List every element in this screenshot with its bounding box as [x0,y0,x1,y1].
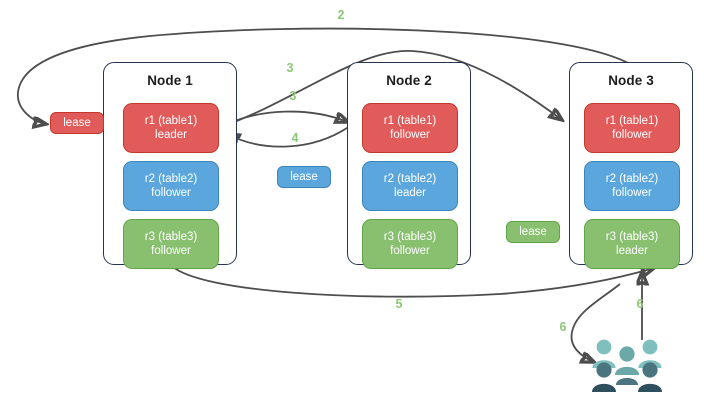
node-3-container[interactable]: Node 3 r1 (table1) follower r2 (table2) … [569,62,693,269]
replica-name: r1 (table1) [383,115,437,127]
replica-name: r2 (table2) [383,173,437,185]
replica-role: leader [155,129,187,141]
replica-role: follower [612,187,652,199]
node-1-replica-r2[interactable]: r2 (table2) follower [123,161,219,211]
replica-name: r3 (table3) [605,231,659,243]
node-3-title: Node 3 [608,73,654,88]
users-group-icon [590,337,664,393]
replica-name: r2 (table2) [144,173,198,185]
replica-role: follower [151,245,191,257]
arrow-step-5 [171,266,654,298]
node-3-replica-r3[interactable]: r3 (table3) leader [584,219,680,269]
replica-role: follower [390,245,430,257]
replica-name: r3 (table3) [383,231,437,243]
node-1-replica-r1[interactable]: r1 (table1) leader [123,103,219,153]
lease-badge-r3[interactable]: lease [506,221,560,243]
replica-role: follower [151,187,191,199]
step-label-1: 6 [636,297,644,311]
step-label-5: 5 [395,297,403,311]
replica-name: r1 (table1) [605,115,659,127]
node-2-replica-r3[interactable]: r3 (table3) follower [362,219,458,269]
node-3-replica-r1[interactable]: r1 (table1) follower [584,103,680,153]
step-label-2: 2 [337,8,345,22]
replica-role: leader [394,187,426,199]
replica-name: r2 (table2) [605,173,659,185]
node-3-replica-r2[interactable]: r2 (table2) follower [584,161,680,211]
node-2-title: Node 2 [386,73,432,88]
node-1-container[interactable]: Node 1 r1 (table1) leader r2 (table2) fo… [103,62,237,269]
step-label-3b: 3 [289,89,297,103]
replica-role: follower [390,129,430,141]
lease-badge-r1[interactable]: lease [50,112,104,134]
replica-name: r1 (table1) [144,115,198,127]
node-2-replica-r2[interactable]: r2 (table2) leader [362,161,458,211]
replica-role: leader [616,245,648,257]
step-label-3a: 3 [286,61,294,75]
node-2-container[interactable]: Node 2 r1 (table1) follower r2 (table2) … [347,62,471,269]
replica-role: follower [612,129,652,141]
step-label-4: 4 [291,131,299,145]
node-1-replica-r3[interactable]: r3 (table3) follower [123,219,219,269]
replica-name: r3 (table3) [144,231,198,243]
step-label-6: 6 [559,320,567,334]
lease-badge-r2[interactable]: lease [277,166,331,188]
arrow-step-3-to-node2 [222,110,348,127]
node-2-replica-r1[interactable]: r1 (table1) follower [362,103,458,153]
node-1-title: Node 1 [147,73,193,88]
